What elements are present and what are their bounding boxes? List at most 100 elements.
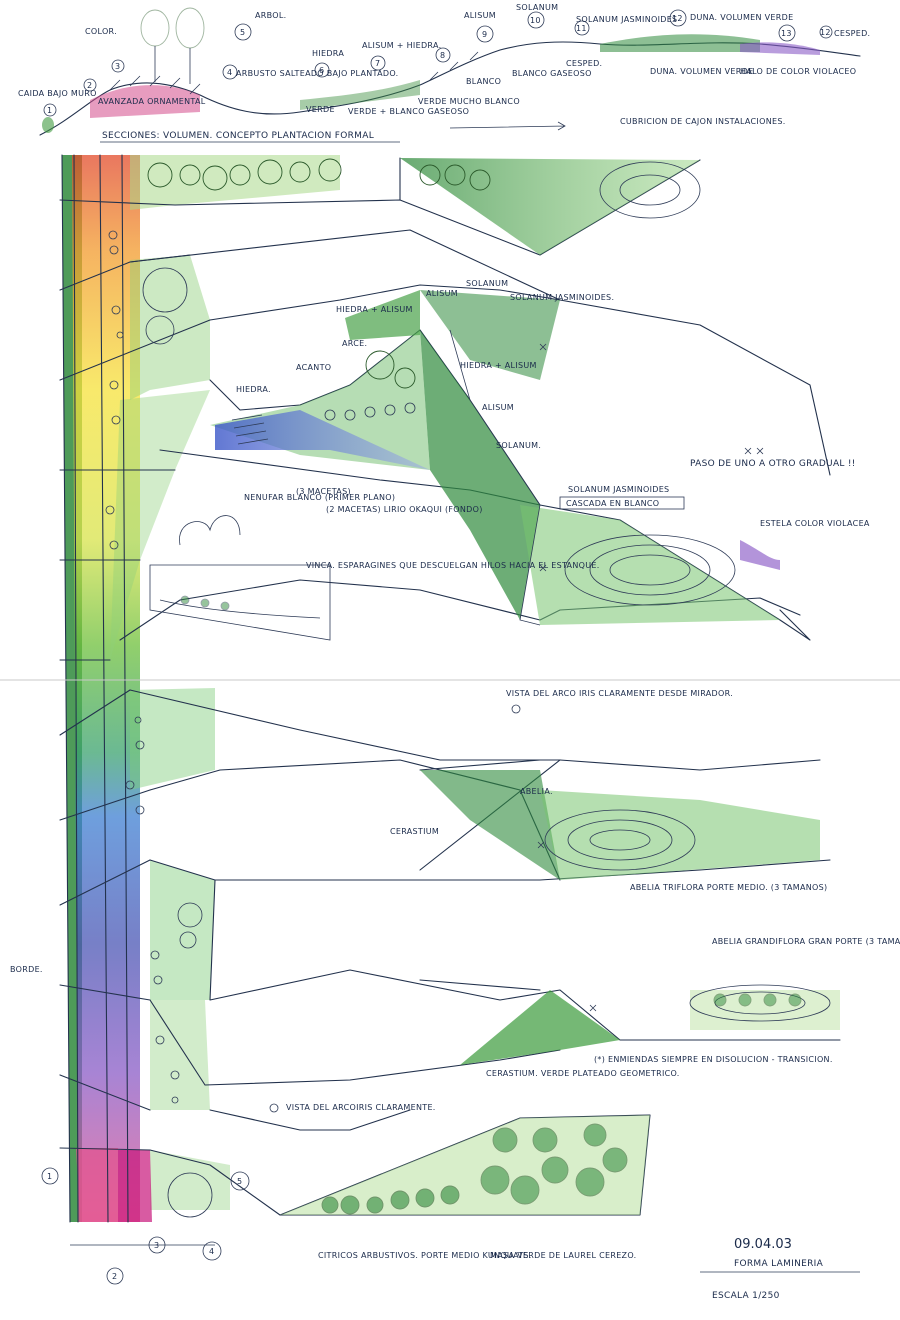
label-dos-macetas: (2 MACETAS) LIRIO OKAQUI (FONDO) <box>326 505 483 514</box>
label-cubricion: CUBRICION DE CAJON INSTALACIONES. <box>620 117 786 126</box>
label-author: FORMA LAMINERIA <box>734 1259 824 1269</box>
svg-text:2: 2 <box>87 81 92 90</box>
label-tres-macetas: (3 MACETAS) <box>296 487 351 496</box>
wedge-solanum-top <box>400 158 700 255</box>
pond-details <box>149 402 416 641</box>
legend-number-markers: 1 2 3 4 5 <box>41 1167 250 1285</box>
label-solanum-2: SOLANUM. <box>496 441 541 450</box>
svg-text:4: 4 <box>209 1247 214 1256</box>
label-abelia: ABELIA. <box>520 787 553 796</box>
label-alisum-hiedra: ALISUM + HIEDRA. <box>362 41 441 50</box>
section-number-markers: 1 2 3 4 5 6 7 8 9 10 11 12 13 12 <box>43 9 833 117</box>
wedge-alisum <box>420 290 560 380</box>
label-enmienda: (*) ENMIENDAS SIEMPRE EN DISOLUCION - TR… <box>594 1055 833 1064</box>
section-pink-mound <box>90 85 200 118</box>
label-nenufar: NENUFAR BLANCO (PRIMER PLANO) <box>244 493 395 502</box>
svg-text:13: 13 <box>781 29 792 38</box>
label-solanum-1: SOLANUM <box>466 279 508 288</box>
svg-text:11: 11 <box>576 24 587 33</box>
wedge-abelia-grandiflora <box>690 990 840 1030</box>
label-arce: ARCE. <box>342 339 367 348</box>
label-caida-muro: CAIDA BAJO MURO <box>18 89 97 98</box>
svg-text:9: 9 <box>482 30 487 39</box>
section-duna-green <box>600 34 760 52</box>
label-vinca: VINCA. ESPARAGINES QUE DESCUELGAN HILOS … <box>306 561 600 570</box>
svg-text:4: 4 <box>227 68 232 77</box>
label-arbusto: ARBUSTO SALTEADO BAJO PLANTADO. <box>236 69 398 78</box>
label-solanum-jasminoides: SOLANUM JASMINOIDES <box>576 15 677 24</box>
label-masa-verde: MASA VERDE DE LAUREL CEREZO. <box>490 1251 636 1260</box>
wedge-hiedra-alisum <box>345 290 420 340</box>
svg-text:10: 10 <box>530 16 541 25</box>
label-vista-arco-iris: VISTA DEL ARCO IRIS CLARAMENTE DESDE MIR… <box>506 689 733 698</box>
label-duna-lower: DUNA. VOLUMEN VERDE <box>650 67 753 76</box>
label-cesped: CESPED. <box>566 59 602 68</box>
section-arrow <box>449 121 566 131</box>
svg-text:2: 2 <box>112 1272 117 1281</box>
svg-text:5: 5 <box>237 1177 242 1186</box>
label-cerastium-2: CERASTIUM. VERDE PLATEADO GEOMETRICO. <box>486 1069 680 1078</box>
cascada-box <box>559 496 685 510</box>
wedge-lawn-1 <box>520 505 780 625</box>
violet-trail <box>740 540 780 570</box>
section-green-band <box>300 80 420 110</box>
wedge-abelia-triflora <box>540 790 820 880</box>
wedge-laurel <box>280 1115 650 1215</box>
wedge-cerastium-1 <box>420 770 560 880</box>
label-abelia-triflora: ABELIA TRIFLORA PORTE MEDIO. (3 TAMANOS) <box>630 883 827 892</box>
svg-text:7: 7 <box>375 59 380 68</box>
label-solanum-jasminoides-1: SOLANUM JASMINOIDES. <box>510 293 614 302</box>
label-blanco: BLANCO <box>466 77 501 86</box>
svg-text:6: 6 <box>319 66 324 75</box>
label-alisum-2: ALISUM <box>482 403 514 412</box>
wedge-cerastium-2 <box>460 990 620 1065</box>
label-cerastium-1: CERASTIUM <box>390 827 439 836</box>
plan-tree-clusters <box>147 158 802 1215</box>
svg-text:1: 1 <box>47 106 52 115</box>
label-hiedra-left: HIEDRA. <box>236 385 271 394</box>
label-solanum-cascada: SOLANUM JASMINOIDES <box>568 485 669 494</box>
label-abelia-grandiflora: ABELIA GRANDIFLORA GRAN PORTE (3 TAMANOS… <box>712 937 900 946</box>
label-verde-mucho-blanco: VERDE MUCHO BLANCO <box>418 97 520 106</box>
label-duna: DUNA. VOLUMEN VERDE <box>690 13 793 22</box>
pond <box>215 410 430 470</box>
svg-text:8: 8 <box>440 51 445 60</box>
label-halo: HALO DE COLOR VIOLACEO <box>740 67 856 76</box>
label-arbol: ARBOL. <box>255 11 286 20</box>
label-estela-violacea: ESTELA COLOR VIOLACEA <box>760 519 870 528</box>
strip-divider-lines <box>59 154 211 1223</box>
mound-contours <box>544 161 831 1022</box>
label-scale: ESCALA 1/250 <box>712 1291 780 1301</box>
label-verde: VERDE <box>306 105 335 114</box>
label-paso-gradual: PASO DE UNO A OTRO GRADUAL !! <box>690 459 856 469</box>
label-vista-arco-iris-2: VISTA DEL ARCOIRIS CLARAMENTE. <box>286 1103 436 1112</box>
svg-text:12: 12 <box>672 14 683 23</box>
section-elevation: 1 2 3 4 5 6 7 8 9 10 11 12 13 12 CAIDA B… <box>18 3 870 143</box>
label-cesped-right: CESPED. <box>834 29 870 38</box>
label-blanco-gaseoso: BLANCO GASEOSO <box>512 69 592 78</box>
label-alisum-1: ALISUM <box>426 289 458 298</box>
svg-text:3: 3 <box>115 62 120 71</box>
section-title: SECCIONES: VOLUMEN. CONCEPTO PLANTACION … <box>102 131 374 141</box>
label-citricos: CITRICOS ARBUSTIVOS. PORTE MEDIO KUNQUAT… <box>318 1251 532 1260</box>
label-hiedra-alisum-2: HIEDRA + ALISUM <box>460 361 537 370</box>
svg-text:12: 12 <box>820 28 831 37</box>
section-violet-halo <box>740 42 820 55</box>
plan-labels: ALISUM SOLANUM HIEDRA + ALISUM SOLANUM J… <box>10 279 900 1301</box>
planting-wedges <box>210 158 840 1215</box>
label-date: 09.04.03 <box>734 1237 792 1252</box>
label-cascada: CASCADA EN BLANCO <box>566 499 659 508</box>
label-acanto: ACANTO <box>296 363 331 372</box>
wedge-solanum <box>420 330 540 620</box>
svg-text:5: 5 <box>240 28 245 37</box>
strip-circle-shrubs <box>105 230 213 1218</box>
label-color: COLOR. <box>85 27 117 36</box>
label-solanum-top: SOLANUM <box>516 3 558 12</box>
label-borde: BORDE. <box>10 965 43 974</box>
label-alisum: ALISUM <box>464 11 496 20</box>
svg-text:1: 1 <box>47 1172 52 1181</box>
label-avanzadilla: AVANZADA ORNAMENTAL <box>98 97 206 106</box>
section-trees <box>42 7 205 133</box>
svg-text:3: 3 <box>154 1241 159 1250</box>
